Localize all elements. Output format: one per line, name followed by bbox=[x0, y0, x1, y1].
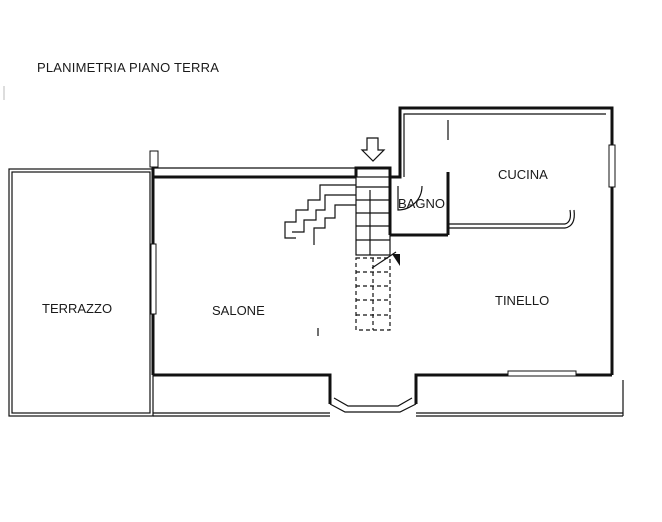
room-label-cucina: CUCINA bbox=[498, 167, 548, 182]
room-label-salone: SALONE bbox=[212, 303, 265, 318]
room-label-bagno: BAGNO bbox=[398, 196, 445, 211]
down-arrow-icon bbox=[360, 137, 386, 162]
plan-title: PLANIMETRIA PIANO TERRA bbox=[37, 60, 219, 75]
windows bbox=[149, 144, 616, 377]
door-swing bbox=[397, 185, 423, 211]
room-label-terrazzo: TERRAZZO bbox=[42, 301, 112, 316]
terrace-outline bbox=[8, 168, 624, 417]
room-label-tinello: TINELLO bbox=[495, 293, 549, 308]
staircase bbox=[284, 176, 400, 331]
exterior-walls bbox=[151, 106, 614, 413]
